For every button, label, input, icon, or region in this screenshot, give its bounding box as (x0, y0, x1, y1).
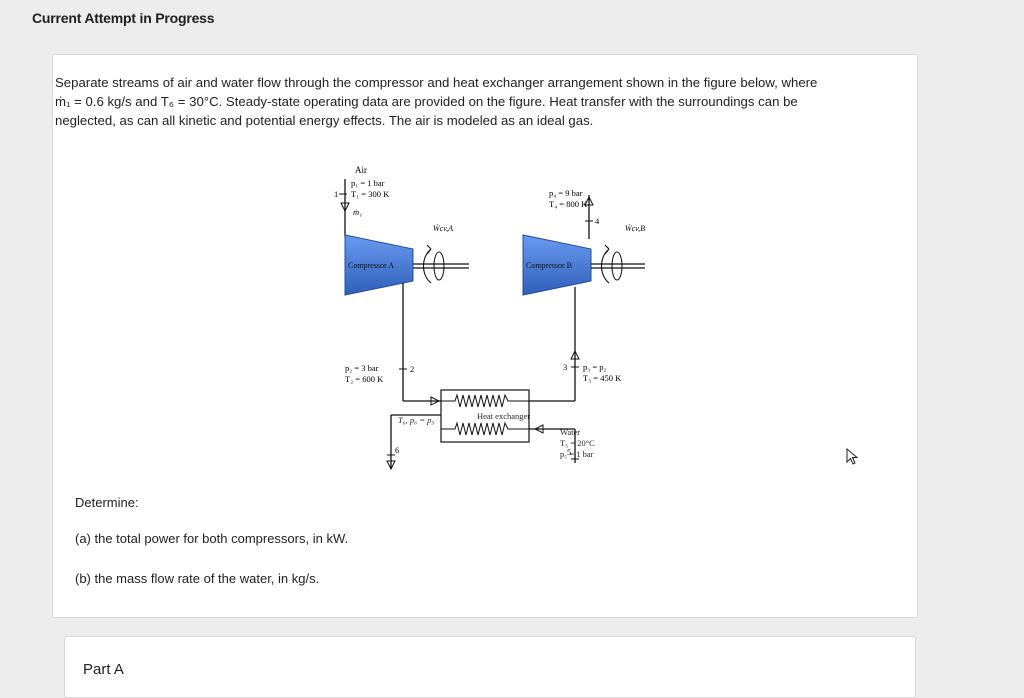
water-outlet-arrow (386, 460, 396, 471)
state-6-label: 6 (395, 445, 399, 455)
compressor-a-body (344, 234, 414, 296)
t2-label: T₂ = 600 K (345, 374, 384, 384)
part-a-label: Part A (83, 661, 124, 678)
t6p6-label: T₆, p₆ = p₅ (398, 415, 435, 425)
mouse-cursor-icon (846, 448, 859, 465)
work-b-label: Ẇcv,B (625, 224, 645, 233)
state-1-label: 1 (334, 189, 338, 199)
problem-line-2: ṁ₁ = 0.6 kg/s and T₆ = 30°C. Steady-stat… (55, 94, 798, 109)
water-conditions: Water T₅ = 20°C p₅ = 1 bar (560, 427, 595, 460)
part-a-card[interactable]: Part A (64, 636, 916, 698)
hx-air-coil (441, 393, 529, 408)
problem-statement: Separate streams of air and water flow t… (55, 73, 913, 130)
work-a-arrow (422, 244, 432, 284)
state-4-label: 4 (595, 216, 600, 226)
compressor-a-label: Compressor A (348, 261, 394, 270)
compressor-heat-exchanger-figure: Air p₁ = 1 bar T₁ = 300 K 1 ṁ₁ Compresso… (334, 165, 645, 471)
p4-label: p₄ = 9 bar (549, 188, 583, 198)
state-2-arrow (430, 396, 441, 406)
shaft-a-coupling (433, 251, 445, 281)
work-a-label: Ẇcv,A (433, 224, 453, 233)
problem-card: Separate streams of air and water flow t… (52, 54, 918, 618)
t4-label: T₄ = 800 K (549, 199, 588, 209)
heat-exchanger-box (440, 389, 530, 443)
hx-label: Heat exchanger (477, 411, 531, 421)
problem-line-1: Separate streams of air and water flow t… (55, 75, 818, 90)
state-3-label: 3 (563, 362, 567, 372)
air-outlet-arrow (584, 195, 594, 206)
p3-label: p₃ = p₂ (583, 362, 607, 372)
t3-label: T₃ = 450 K (583, 373, 622, 383)
water-label: Water (560, 427, 581, 437)
shaft-b-coupling (611, 251, 623, 281)
air-inlet-arrow (340, 202, 350, 213)
p5-label: p₅ = 1 bar (560, 449, 594, 459)
question-b: (b) the mass flow rate of the water, in … (75, 571, 320, 586)
state-2-label: 2 (410, 364, 414, 374)
hx-water-coil (441, 421, 529, 436)
t1-label: T₁ = 300 K (351, 189, 390, 199)
air-label: Air (355, 165, 367, 175)
state-3-arrow (570, 349, 580, 360)
compressor-b-body (522, 234, 592, 296)
problem-line-3: neglected, as can all kinetic and potent… (55, 113, 594, 128)
determine-heading: Determine: (75, 495, 139, 510)
mdot1-label: ṁ₁ (353, 207, 362, 217)
work-b-arrow (600, 244, 610, 284)
page-title: Current Attempt in Progress (32, 10, 215, 26)
question-a: (a) the total power for both compressors… (75, 531, 349, 546)
compressor-b-label: Compressor B (526, 261, 572, 270)
t5-label: T₅ = 20°C (560, 438, 595, 448)
p1-label: p₁ = 1 bar (351, 178, 385, 188)
state-5-label: 5 (567, 447, 571, 457)
p2-label: p₂ = 3 bar (345, 363, 379, 373)
water-inlet-arrow (533, 424, 544, 434)
